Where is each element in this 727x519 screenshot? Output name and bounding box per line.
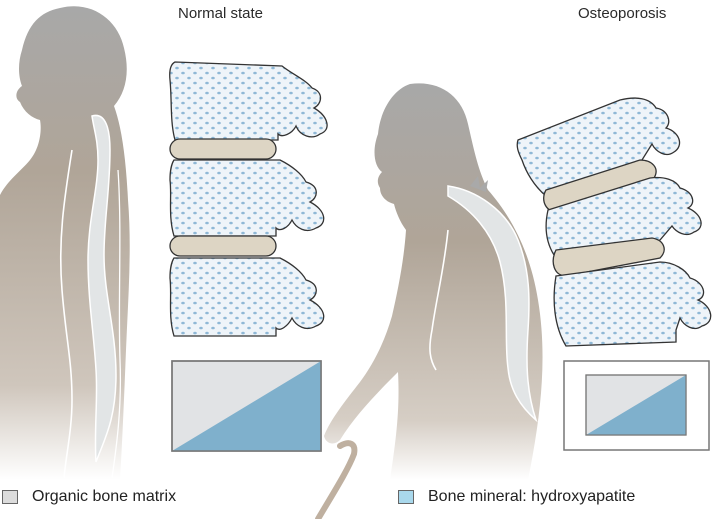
osteoporosis-mineral-box <box>564 361 709 450</box>
osteoporosis-figure <box>318 83 543 519</box>
osteoporosis-vertebra-3 <box>554 262 711 346</box>
mineral-swatch <box>398 490 414 504</box>
legend-mineral-label: Bone mineral: hydroxyapatite <box>428 488 635 506</box>
legend-mineral: Bone mineral: hydroxyapatite <box>398 488 635 506</box>
normal-state-title: Normal state <box>178 5 263 22</box>
normal-figure <box>0 6 130 480</box>
osteoporosis-spine-detail <box>517 98 710 346</box>
normal-vertebra-2 <box>170 160 324 236</box>
legend-organic: Organic bone matrix <box>2 488 176 506</box>
normal-mineral-box <box>172 361 321 451</box>
normal-spine-detail <box>170 62 327 336</box>
walking-cane <box>318 443 354 519</box>
normal-disc-1 <box>170 139 276 159</box>
organic-swatch <box>2 490 18 504</box>
legend-organic-label: Organic bone matrix <box>32 488 176 506</box>
normal-disc-2 <box>170 236 276 256</box>
osteoporosis-title: Osteoporosis <box>578 5 666 22</box>
normal-vertebra-1 <box>170 62 327 140</box>
normal-vertebra-3 <box>170 258 324 336</box>
